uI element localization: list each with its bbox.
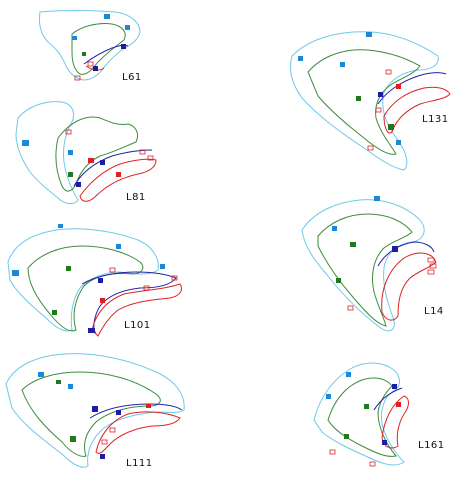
layer-blue [81,271,177,335]
layer-green [317,213,413,327]
section-L141 [301,196,437,332]
section-label-L81: L81 [126,192,146,203]
outer-outline [15,101,79,205]
outer-outline [289,31,439,171]
outer-outline [7,228,159,332]
layer-red [95,411,181,454]
layer-red [381,395,409,449]
section-L111 [5,353,185,468]
section-label-L161: L161 [418,440,445,451]
section-L81 [15,101,157,205]
layer-blue [373,387,403,411]
outer-outline [301,199,425,332]
section-L131 [289,31,451,171]
layer-green [71,23,126,75]
layer-blue [89,403,183,419]
section-L61 [39,10,141,81]
layer-red [79,158,157,202]
layer-green [307,49,421,155]
layer-red [381,252,437,321]
section-label-L131: L131 [422,114,449,125]
layer-green [55,116,139,192]
section-label-L61: L61 [122,72,142,83]
section-L101 [7,224,183,337]
layer-blue [377,72,447,105]
outer-outline [313,362,405,466]
outer-outline [39,10,141,81]
layer-red [91,283,183,337]
layer-green [21,371,161,457]
section-label-L111: L111 [126,458,153,469]
layer-green [327,377,397,457]
section-label-L101: L101 [124,320,151,331]
layer-blue [377,241,435,267]
layer-blue [73,149,153,187]
layer-red [383,86,451,134]
section-label-L141: L14 [424,306,444,317]
section-L161 [313,362,409,467]
layer-green [27,245,144,332]
